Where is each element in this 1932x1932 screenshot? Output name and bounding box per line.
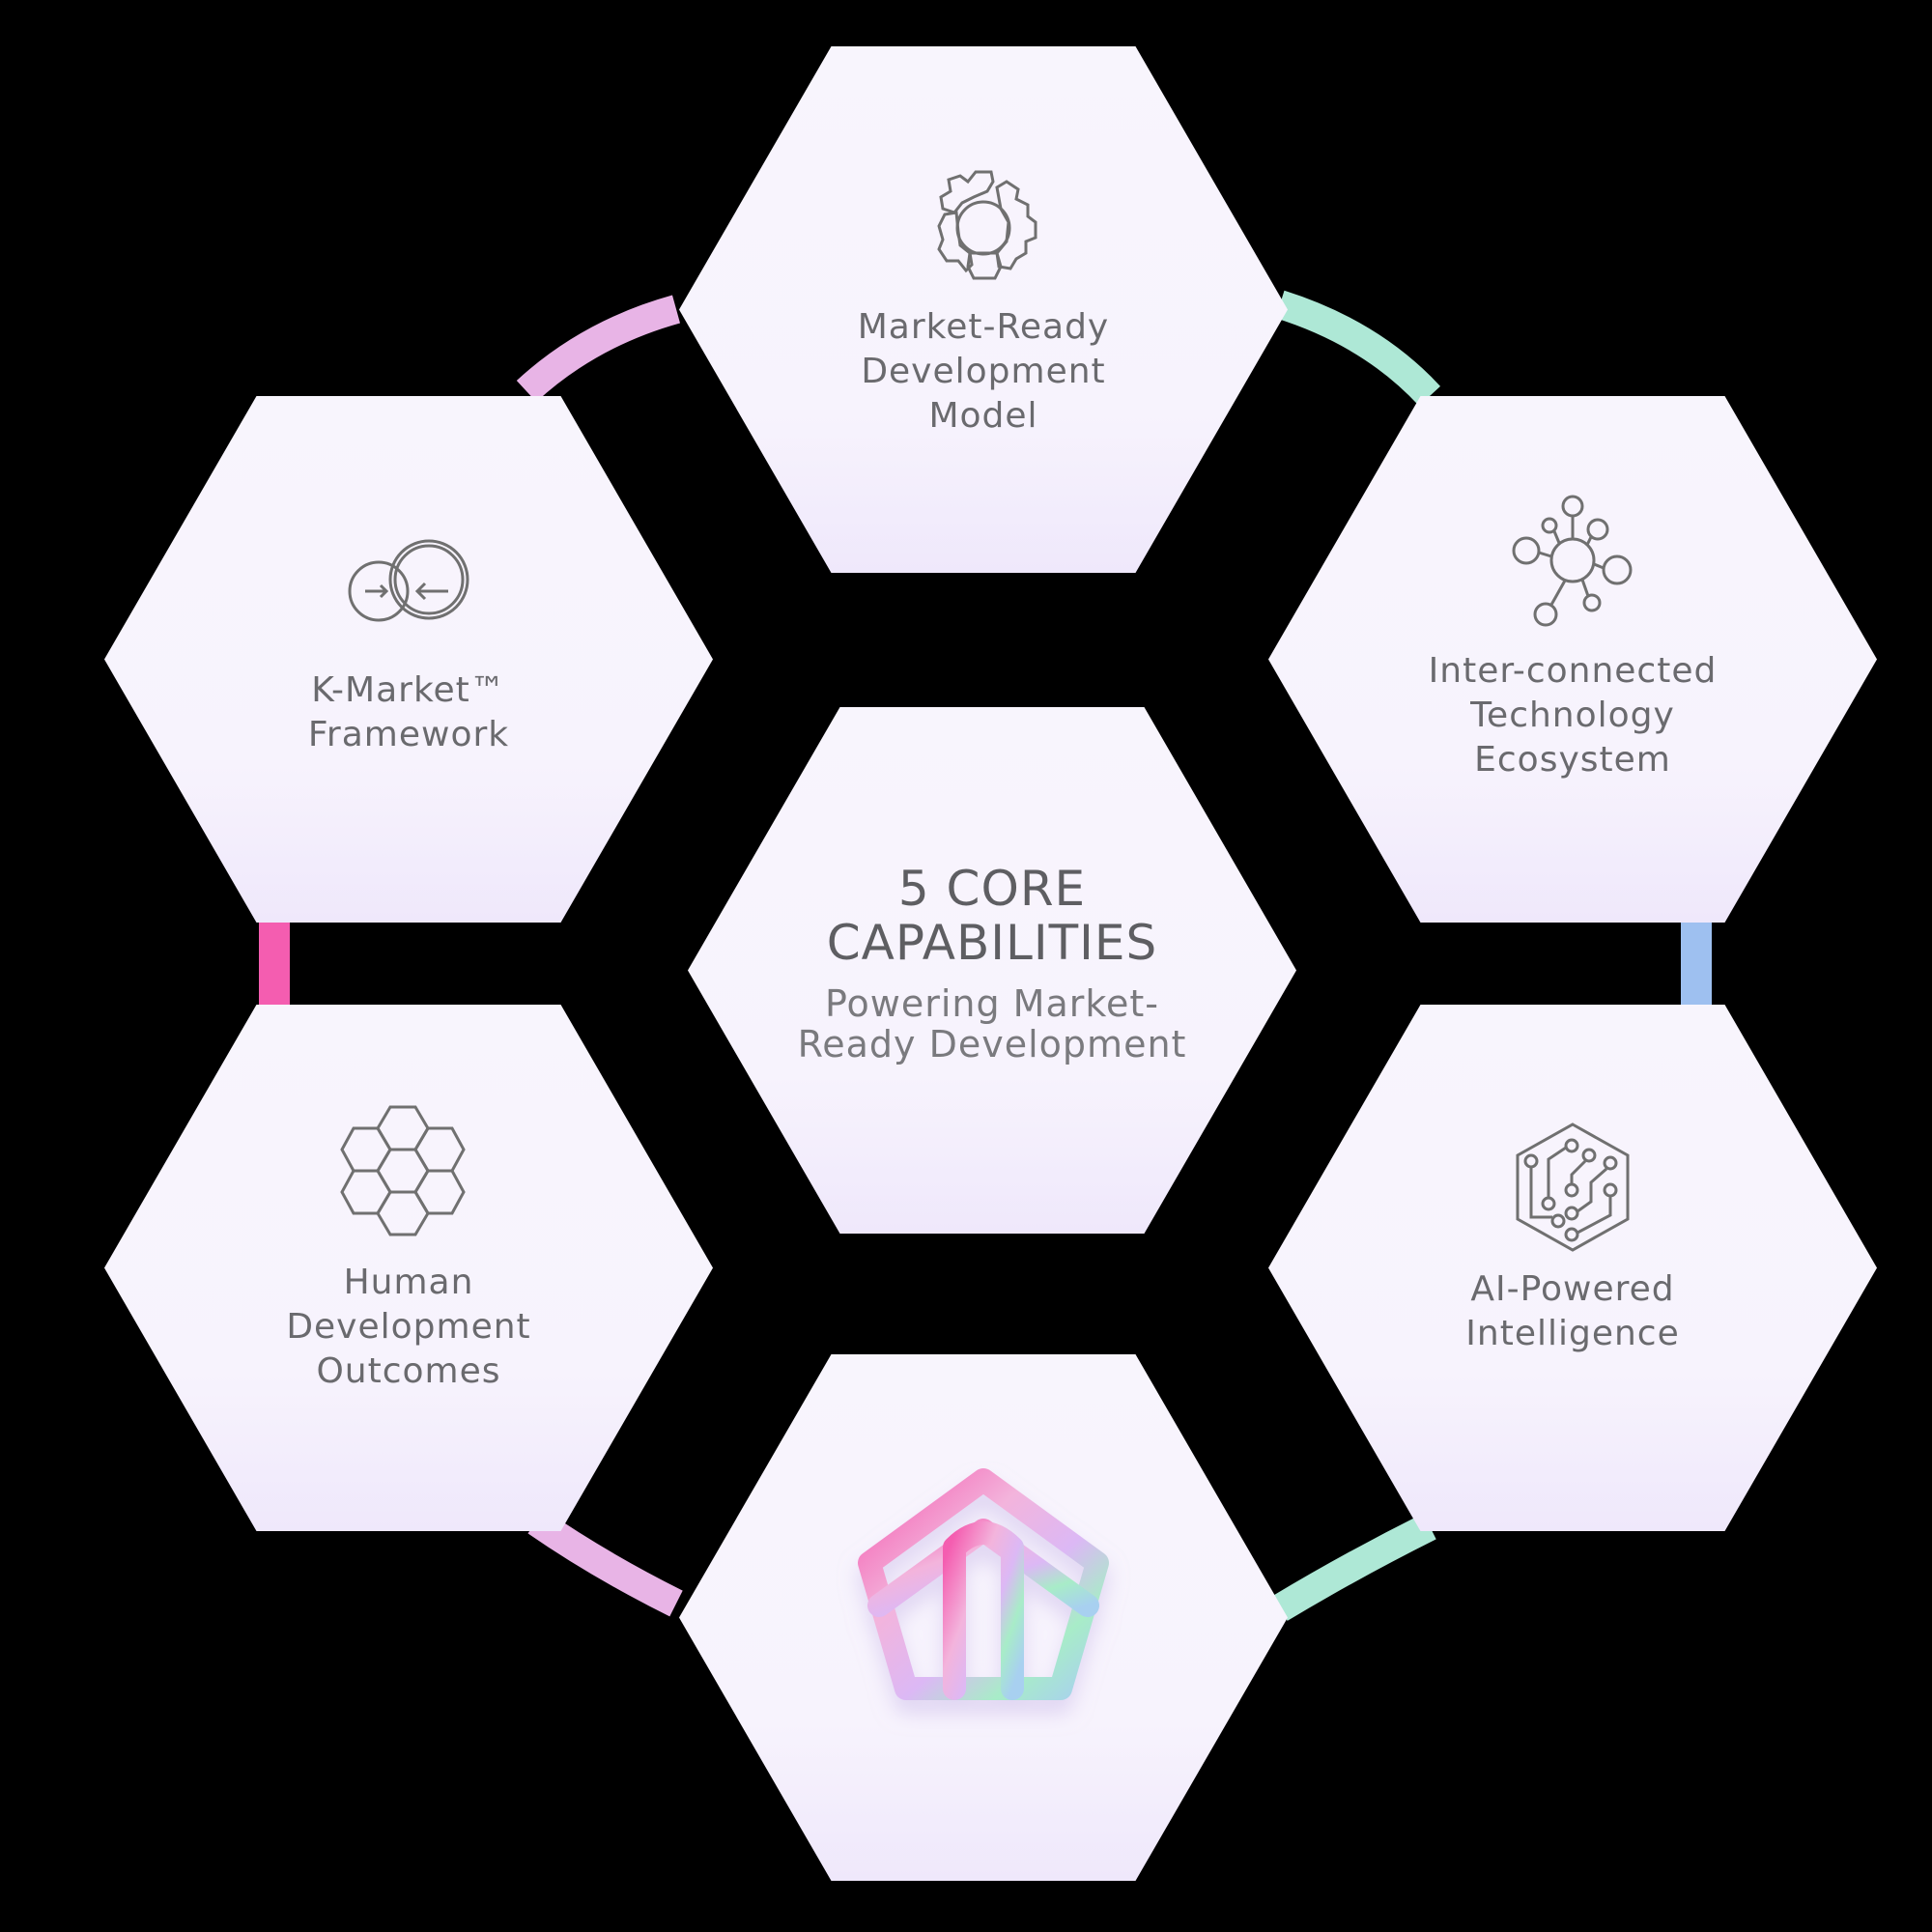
center-title: 5 CORE CAPABILITIES xyxy=(826,861,1158,971)
honeycomb-icon xyxy=(340,1105,466,1236)
logo-hex xyxy=(679,1354,1288,1881)
connector-lower-right-bottom xyxy=(1272,1513,1436,1621)
connector-lower-left-upper-left xyxy=(259,913,290,1009)
center-hex-core-capabilities: 5 CORE CAPABILITIES Powering Market- Rea… xyxy=(688,707,1296,1234)
capability-label: Inter-connected Technology Ecosystem xyxy=(1428,651,1718,780)
capability-hex-human-development-outcomes: Human Development Outcomes xyxy=(104,1005,713,1531)
connector-top-upper-right xyxy=(1275,290,1441,407)
connector-bottom-lower-left xyxy=(527,1509,683,1617)
center-subtitle: Powering Market- Ready Development xyxy=(797,982,1187,1065)
connector-upper-right-lower-right xyxy=(1681,913,1712,1009)
connector-upper-left-top xyxy=(516,295,681,403)
capability-label: K-Market™ Framework xyxy=(307,670,510,754)
merging-circles-arrows-icon xyxy=(348,539,469,622)
capability-label: AI-Powered Intelligence xyxy=(1465,1269,1680,1353)
capability-label: Market-Ready Development Model xyxy=(857,307,1110,436)
gradient-house-logo-icon xyxy=(858,1468,1109,1700)
capability-label: Human Development Outcomes xyxy=(286,1263,531,1391)
gears-icon xyxy=(937,170,1037,280)
circuit-hexagon-icon xyxy=(1516,1122,1630,1252)
network-nodes-icon xyxy=(1512,495,1633,627)
capability-hex-ai-powered-intelligence: AI-Powered Intelligence xyxy=(1268,1005,1877,1531)
